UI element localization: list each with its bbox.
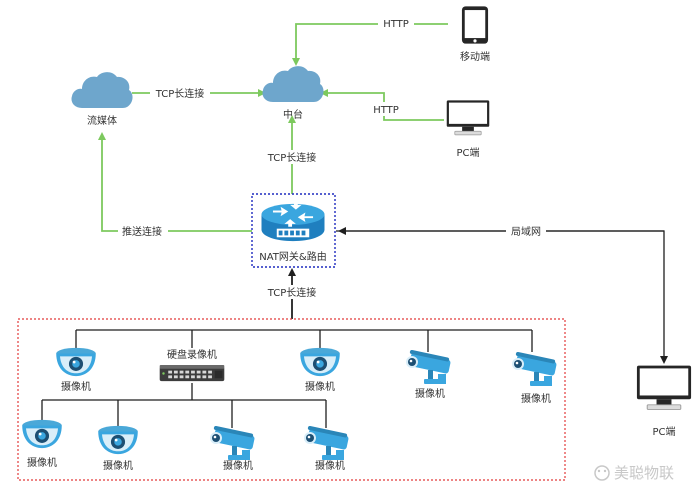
camera-label: 摄像机 <box>315 459 345 472</box>
camera-label: 摄像机 <box>27 456 57 469</box>
green-connections <box>98 23 448 232</box>
camera-node: 摄像机 <box>512 352 558 405</box>
nvr-switch-icon <box>159 364 225 382</box>
router-node: NAT网关&路由 <box>259 201 327 263</box>
dome-camera-icon <box>22 419 62 449</box>
monitor-icon <box>636 365 692 410</box>
bullet-camera-icon <box>304 426 350 460</box>
edge-label-http-pc: HTTP <box>373 105 399 116</box>
edge-push <box>98 132 252 232</box>
watermark-text: 美聪物联 <box>614 464 674 482</box>
camera-label: 摄像机 <box>521 392 551 405</box>
edge-label-tcp-lan: TCP长连接 <box>267 286 317 299</box>
nvr-node: 硬盘录像机 <box>159 348 225 382</box>
pc-top-node: PC端 <box>446 100 490 159</box>
edge-label-tcp-router-platform: TCP长连接 <box>267 151 317 164</box>
edge-label-http-mobile: HTTP <box>383 19 409 30</box>
monitor-icon <box>446 100 490 136</box>
dome-camera-icon <box>300 347 340 377</box>
streaming-label: 流媒体 <box>87 114 117 127</box>
platform-node: 中台 <box>262 66 324 121</box>
edge-label-push: 推送连接 <box>122 225 162 238</box>
pc-right-node: PC端 <box>636 365 692 438</box>
bullet-camera-icon <box>406 350 452 384</box>
black-connections <box>41 227 668 428</box>
camera-label: 摄像机 <box>103 459 133 472</box>
camera-label: 摄像机 <box>415 387 445 400</box>
camera-node: 摄像机 <box>300 347 340 393</box>
camera-node: 摄像机 <box>98 425 138 472</box>
pc-top-label: PC端 <box>456 146 479 159</box>
bullet-camera-icon <box>512 352 558 386</box>
camera-node: 摄像机 <box>406 350 452 400</box>
phone-icon <box>461 6 489 44</box>
dome-camera-icon <box>98 425 138 455</box>
cloud-icon <box>71 72 133 108</box>
pc-right-label: PC端 <box>652 425 675 438</box>
camera-network-box <box>17 318 566 481</box>
platform-label: 中台 <box>283 108 303 121</box>
camera-label: 摄像机 <box>61 380 91 393</box>
edge-labels: HTTP HTTP TCP长连接 TCP长连接 推送连接 局域网 TCP长连接 <box>118 16 546 299</box>
router-icon <box>261 201 325 242</box>
router-label: NAT网关&路由 <box>259 250 326 263</box>
edge-label-lan: 局域网 <box>511 225 541 238</box>
mobile-node: 移动端 <box>460 6 490 63</box>
camera-label: 摄像机 <box>223 459 253 472</box>
router-box <box>251 193 336 268</box>
camera-node: 摄像机 <box>56 347 96 393</box>
camera-label: 摄像机 <box>305 380 335 393</box>
camera-node: 摄像机 <box>22 419 62 469</box>
dome-camera-icon <box>56 347 96 377</box>
bullet-camera-icon <box>210 426 256 460</box>
edge-lan <box>336 230 668 364</box>
watermark: 美聪物联 <box>594 464 674 482</box>
edge-label-tcp-stream: TCP长连接 <box>155 87 205 100</box>
camera-node: 摄像机 <box>210 426 256 472</box>
mobile-label: 移动端 <box>460 50 490 63</box>
nvr-label: 硬盘录像机 <box>167 348 217 361</box>
streaming-node: 流媒体 <box>71 72 133 127</box>
camera-node: 摄像机 <box>304 426 350 472</box>
edge-mobile-platform <box>292 23 448 66</box>
cloud-icon <box>262 66 324 102</box>
